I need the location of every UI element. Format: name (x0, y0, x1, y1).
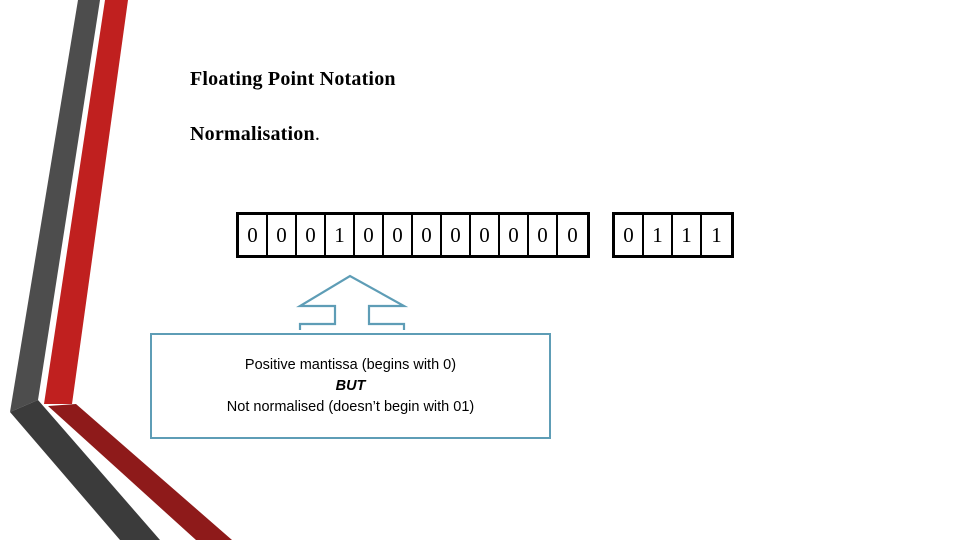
callout-line-2: BUT (335, 377, 366, 394)
bit-cell[interactable]: 0 (442, 215, 471, 255)
bit-cell[interactable]: 0 (355, 215, 384, 255)
bit-cell[interactable]: 0 (239, 215, 268, 255)
bit-cell[interactable]: 0 (471, 215, 500, 255)
callout-box: Positive mantissa (begins with 0) BUT No… (150, 333, 551, 439)
bit-cell[interactable]: 1 (673, 215, 702, 255)
exponent-bit-group: 0 1 1 1 (612, 212, 734, 258)
page-subtitle: Normalisation. (190, 123, 320, 146)
bit-cell[interactable]: 0 (297, 215, 326, 255)
ribbon-red-upper (44, 0, 128, 404)
bit-cell[interactable]: 0 (500, 215, 529, 255)
bit-cell[interactable]: 1 (711, 222, 722, 247)
bit-cell[interactable]: 0 (384, 215, 413, 255)
bit-cell[interactable]: 0 (615, 215, 644, 255)
bit-cell[interactable]: 0 (567, 222, 578, 247)
page-title: Floating Point Notation (190, 68, 396, 90)
page-subtitle-period: . (314, 123, 321, 145)
bit-cell[interactable]: 0 (529, 215, 558, 255)
mantissa-bit-group: 0 0 0 1 0 0 0 0 0 0 0 0 (236, 212, 590, 258)
callout-line-3: Not normalised (doesn’t begin with 01) (226, 398, 475, 415)
bit-cell[interactable]: 1 (644, 215, 673, 255)
callout-line-1: Positive mantissa (begins with 0) (244, 356, 457, 373)
bit-cell[interactable]: 0 (268, 215, 297, 255)
ribbon-gray-lower (10, 400, 160, 540)
up-arrow-icon (296, 274, 409, 330)
ribbon-gray-upper (10, 0, 100, 412)
bit-cell[interactable]: 0 (413, 215, 442, 255)
bit-cell[interactable]: 1 (326, 215, 355, 255)
page-subtitle-text: Normalisation (190, 123, 315, 145)
